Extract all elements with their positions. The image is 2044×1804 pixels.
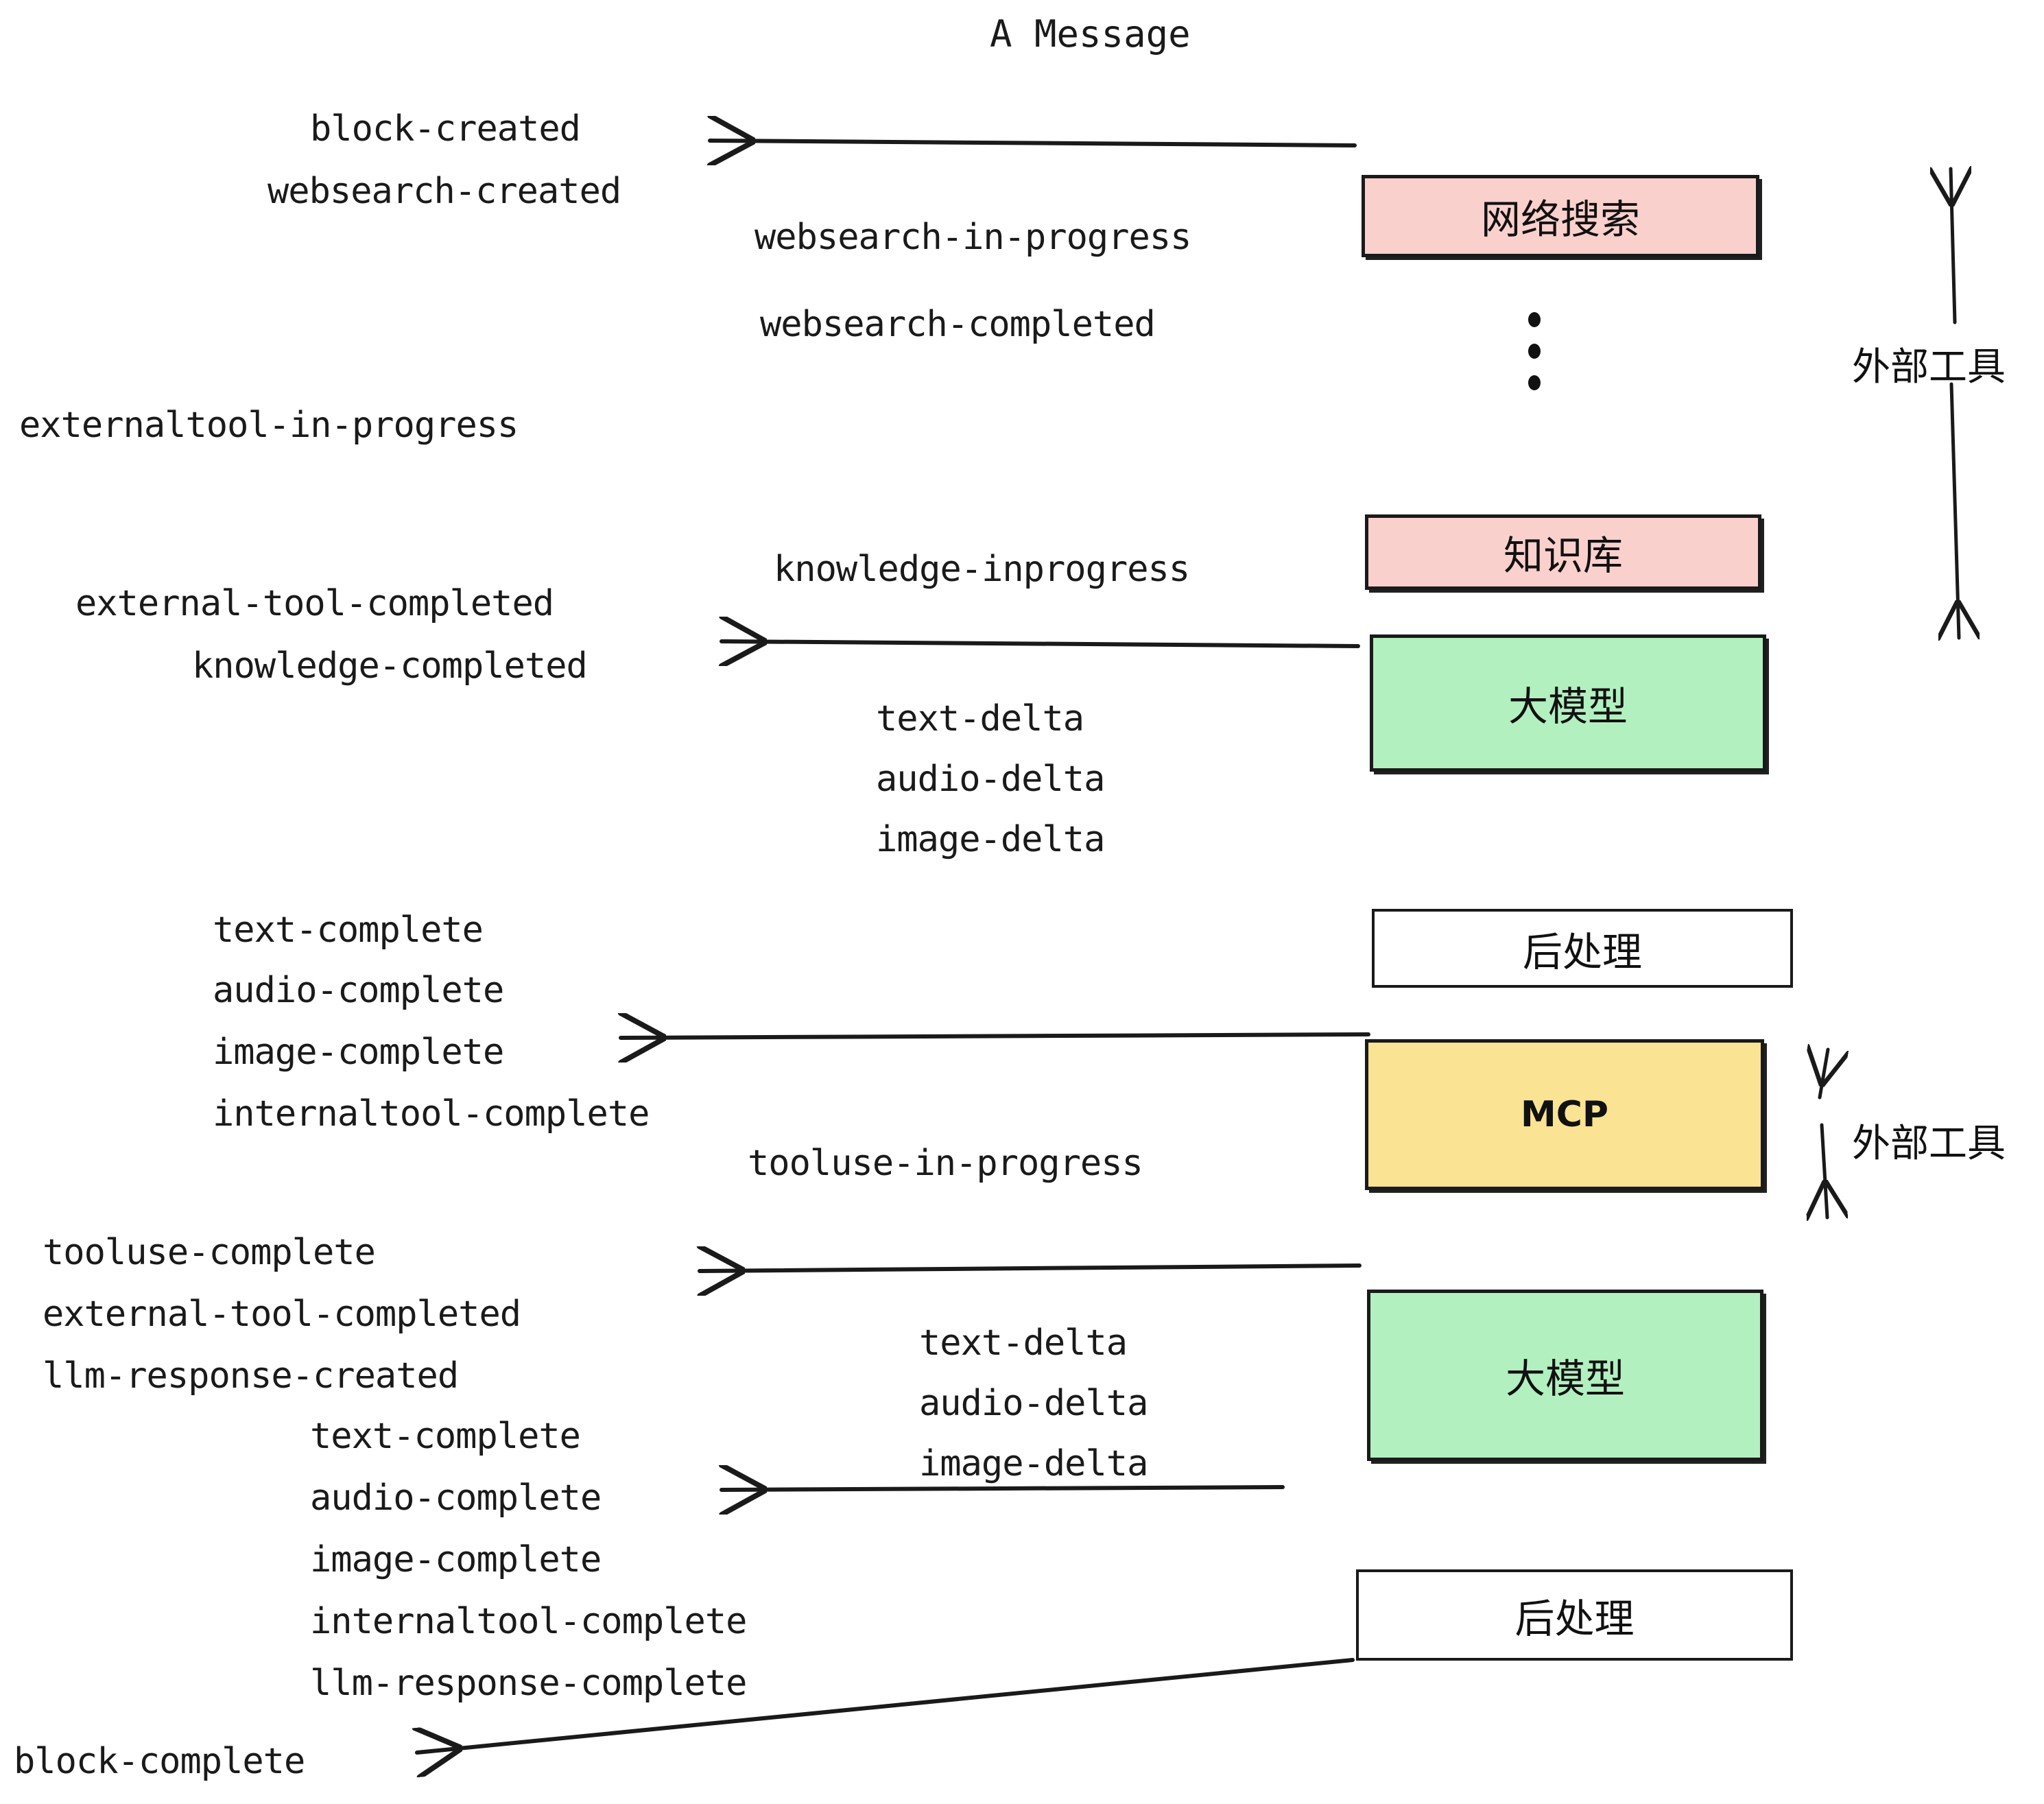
event-internaltool-complete-2: internaltool-complete (310, 1601, 747, 1642)
event-external-tool-completed-2: external-tool-completed (43, 1294, 521, 1335)
event-tooluse-in-progress: tooluse-in-progress (748, 1143, 1143, 1184)
event-audio-complete-1: audio-complete (213, 970, 504, 1011)
node-llm-second[interactable]: 大模型 (1367, 1290, 1763, 1461)
event-audio-delta-2: audio-delta (919, 1383, 1148, 1424)
ellipsis-dots (1528, 312, 1541, 390)
event-image-delta-2: image-delta (919, 1443, 1148, 1484)
arrow-external-tools-bottom-up (1820, 1049, 1828, 1100)
event-llm-response-created: llm-response-created (43, 1355, 459, 1397)
event-websearch-created: websearch-created (268, 171, 621, 212)
node-knowledge[interactable]: 知识库 (1365, 514, 1761, 590)
event-text-complete-1: text-complete (213, 910, 484, 951)
event-text-delta-1: text-delta (876, 698, 1084, 739)
node-postprocess-second[interactable]: 后处理 (1356, 1569, 1793, 1661)
event-llm-response-complete: llm-response-complete (310, 1663, 747, 1704)
side-label-external-tools-top: 外部工具 (1852, 345, 2006, 390)
node-llm-first[interactable]: 大模型 (1370, 634, 1766, 772)
arrow-llm2-to-audiocomplete (722, 1487, 1285, 1490)
event-text-delta-2: text-delta (919, 1322, 1128, 1364)
event-tooluse-complete: tooluse-complete (43, 1232, 376, 1273)
node-label: 网络搜索 (1480, 196, 1640, 243)
event-text-complete-2: text-complete (310, 1416, 581, 1457)
page-title: A Message (990, 12, 1191, 56)
arrow-post1-to-imagecomplete (621, 1034, 1370, 1038)
event-block-created: block-created (310, 108, 581, 150)
node-label: 后处理 (1522, 928, 1642, 975)
event-audio-delta-1: audio-delta (876, 759, 1105, 800)
event-internaltool-complete-1: internaltool-complete (213, 1093, 650, 1135)
arrow-knowledge-to-completed (722, 641, 1360, 646)
node-label: MCP (1520, 1094, 1609, 1135)
node-mcp[interactable]: MCP (1365, 1039, 1764, 1190)
event-externaltool-in-progress: externaltool-in-progress (19, 405, 519, 446)
node-websearch[interactable]: 网络搜索 (1362, 175, 1759, 257)
event-websearch-completed: websearch-completed (760, 304, 1156, 345)
event-image-delta-1: image-delta (876, 819, 1105, 860)
node-postprocess-first[interactable]: 后处理 (1372, 909, 1793, 988)
event-external-tool-completed-1: external-tool-completed (75, 583, 554, 624)
arrow-websearch-to-blockcreated (710, 141, 1357, 145)
event-websearch-in-progress: websearch-in-progress (754, 217, 1191, 258)
event-audio-complete-2: audio-complete (310, 1477, 602, 1519)
event-knowledge-inprogress: knowledge-inprogress (774, 549, 1190, 590)
arrow-external-tools-top-up (1951, 169, 1955, 324)
arrow-external-tools-bottom-down (1822, 1123, 1827, 1218)
side-label-external-tools-bottom: 外部工具 (1852, 1121, 2006, 1166)
node-label: 大模型 (1505, 1355, 1625, 1402)
node-label: 知识库 (1503, 532, 1623, 579)
event-block-complete: block-complete (14, 1741, 305, 1782)
arrow-mcp-to-toolusecomplete (700, 1266, 1362, 1271)
event-knowledge-completed: knowledge-completed (192, 645, 588, 687)
node-label: 后处理 (1514, 1595, 1635, 1642)
event-image-complete-2: image-complete (310, 1539, 602, 1580)
arrow-external-tools-top-down (1951, 382, 1959, 638)
node-label: 大模型 (1508, 683, 1628, 730)
event-image-complete-1: image-complete (213, 1032, 504, 1073)
